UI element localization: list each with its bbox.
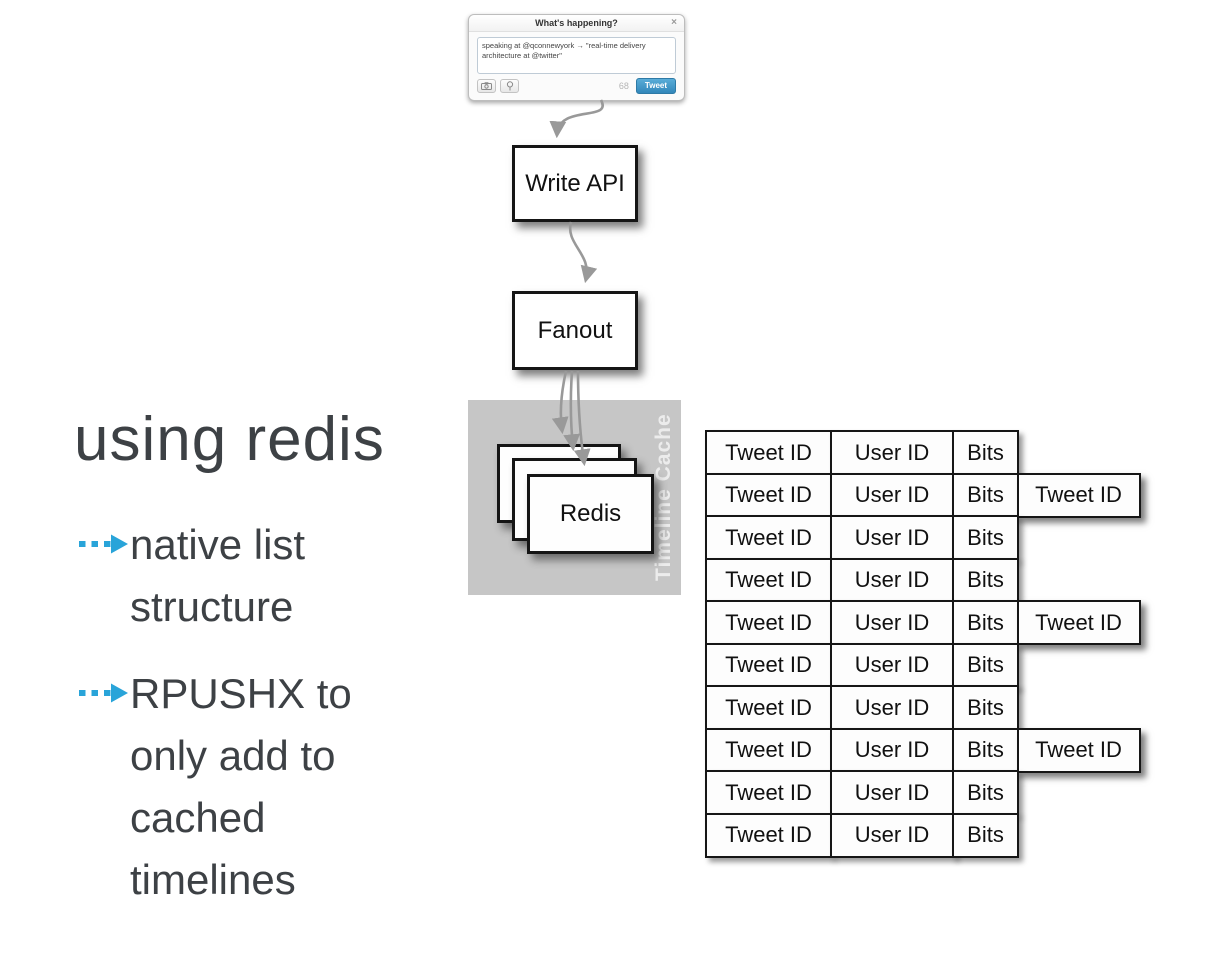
table-cell: User ID bbox=[829, 515, 955, 560]
bullet-text: RPUSHX to only add to cached timelines bbox=[130, 670, 352, 903]
table-cell: User ID bbox=[829, 557, 955, 603]
table-cell: User ID bbox=[829, 685, 955, 730]
table-cell: Bits bbox=[952, 472, 1019, 518]
table-cell: Bits bbox=[952, 642, 1019, 688]
table-cell: User ID bbox=[829, 430, 955, 475]
arrow-compose-to-writeapi bbox=[549, 99, 604, 139]
table-extension-cell: Tweet ID bbox=[1016, 727, 1141, 773]
table-cell: Bits bbox=[952, 727, 1019, 773]
tweet-text-input[interactable]: speaking at @qconnewyork → "real-time de… bbox=[477, 37, 676, 74]
dialog-title: What's happening? bbox=[535, 18, 618, 28]
list-item: native list structure bbox=[76, 514, 408, 637]
table-cell: Bits bbox=[952, 812, 1019, 858]
node-label: Write API bbox=[525, 169, 625, 197]
dashed-arrow-icon bbox=[76, 532, 130, 561]
table-cell: Bits bbox=[952, 515, 1019, 560]
table-cell: Bits bbox=[952, 557, 1019, 603]
table-cell: Tweet ID bbox=[705, 642, 832, 688]
bullet-text: native list structure bbox=[130, 521, 306, 630]
table-cell: User ID bbox=[829, 642, 955, 688]
tweet-compose-dialog: What's happening? × speaking at @qconnew… bbox=[468, 14, 685, 101]
table-cell: User ID bbox=[829, 727, 955, 773]
node-label: Fanout bbox=[537, 316, 613, 344]
table-cell: Tweet ID bbox=[705, 685, 832, 730]
table-cell: Tweet ID bbox=[705, 472, 832, 518]
table-cell: Bits bbox=[952, 430, 1019, 475]
table-cell: User ID bbox=[829, 770, 955, 815]
page-title: using redis bbox=[74, 405, 385, 474]
table-extension-cell: Tweet ID bbox=[1016, 600, 1141, 645]
camera-icon bbox=[481, 82, 492, 90]
bullet-list: native list structure RPUSHX to only add… bbox=[76, 514, 408, 936]
table-extension-cell: Tweet ID bbox=[1016, 472, 1141, 518]
table-cell: Tweet ID bbox=[705, 515, 832, 560]
table-cell: Bits bbox=[952, 770, 1019, 815]
location-pin-icon bbox=[506, 81, 513, 91]
list-item: RPUSHX to only add to cached timelines bbox=[76, 663, 408, 910]
table-cell: Tweet ID bbox=[705, 727, 832, 773]
fanout-node: Fanout bbox=[512, 291, 638, 370]
redis-node: Redis bbox=[527, 474, 654, 554]
table-cell: Tweet ID bbox=[705, 600, 832, 645]
location-button[interactable] bbox=[500, 79, 519, 93]
dashed-arrow-icon bbox=[76, 681, 130, 710]
tweet-button[interactable]: Tweet bbox=[635, 78, 676, 94]
table-cell: Tweet ID bbox=[705, 812, 832, 858]
table-cell: User ID bbox=[829, 472, 955, 518]
table-cell: Bits bbox=[952, 600, 1019, 645]
table-cell: Tweet ID bbox=[705, 770, 832, 815]
dialog-header: What's happening? × bbox=[469, 15, 684, 32]
compose-toolbar: 68 Tweet bbox=[469, 78, 684, 94]
table-cell: Tweet ID bbox=[705, 430, 832, 475]
table-cell: Tweet ID bbox=[705, 557, 832, 603]
write-api-node: Write API bbox=[512, 145, 638, 222]
char-counter: 68 bbox=[618, 81, 629, 91]
node-label: Redis bbox=[559, 500, 622, 527]
arrow-writeapi-to-fanout bbox=[568, 221, 598, 284]
camera-button[interactable] bbox=[477, 79, 496, 93]
table-cell: User ID bbox=[829, 600, 955, 645]
close-icon[interactable]: × bbox=[671, 17, 677, 28]
table-cell: User ID bbox=[829, 812, 955, 858]
table-cell: Bits bbox=[952, 685, 1019, 730]
